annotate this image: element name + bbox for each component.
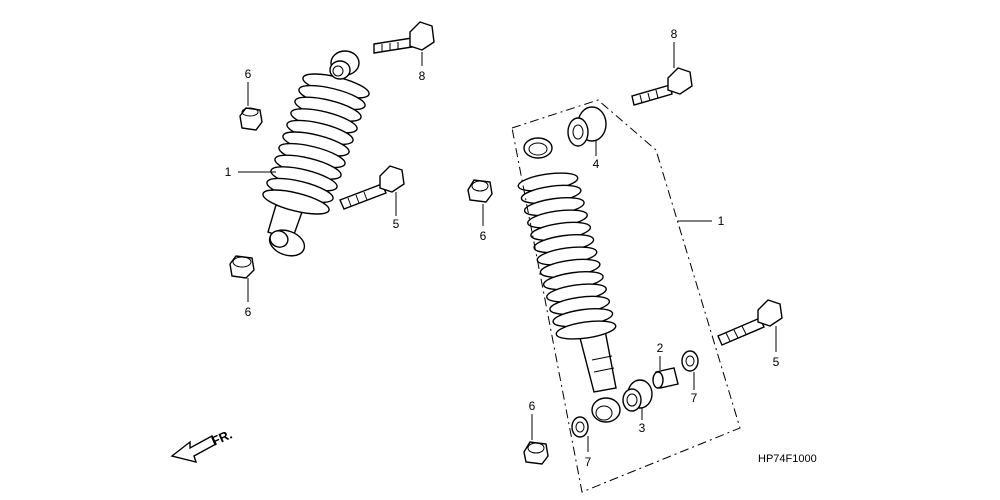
bolt-5-right: [717, 299, 783, 346]
assembly-outline: [511, 99, 741, 493]
callout-bolt-8-right: 8: [671, 27, 678, 41]
nut-6-left-top: [239, 107, 263, 131]
bolt-8-top: [373, 21, 435, 54]
nut-6-center: [467, 179, 493, 203]
callout-shock-left: 1: [225, 165, 232, 179]
callout-bolt-5-right: 5: [773, 355, 780, 369]
front-direction-label: FR.: [209, 427, 234, 449]
bolt-5-left: [339, 165, 405, 210]
bearing-3: [622, 379, 653, 412]
leader-lines: [238, 42, 777, 452]
spring-coil: [262, 189, 330, 215]
spring-coil: [555, 320, 617, 340]
callout-nut-6-left-bottom: 6: [245, 305, 252, 319]
left-shock-absorber: [262, 50, 370, 257]
seal-7-right: [681, 350, 699, 372]
callout-bushing-4: 4: [593, 157, 600, 171]
callout-nut-6-center: 6: [480, 229, 487, 243]
front-direction-arrow: FR.: [170, 427, 234, 463]
callout-seal-7-bottom: 7: [585, 455, 592, 469]
bolt-8-right: [631, 67, 693, 106]
callout-nut-6-bottom: 6: [529, 399, 536, 413]
callout-bearing-3: 3: [639, 421, 646, 435]
callout-nut-6-left-top: 6: [245, 67, 252, 81]
right-shock-absorber: [517, 137, 621, 423]
seal-7-bottom: [571, 416, 589, 438]
bushing-4: [567, 106, 607, 147]
diagram-code: HP74F1000: [758, 453, 817, 465]
nut-6-left-bottom: [229, 255, 255, 279]
nut-6-bottom: [523, 441, 549, 465]
callout-shock-right: 1: [718, 214, 725, 228]
callout-bolt-5-left: 5: [393, 217, 400, 231]
collar-2: [652, 367, 679, 389]
callout-seal-7-right: 7: [691, 391, 698, 405]
callout-collar-2: 2: [657, 341, 664, 355]
callout-bolt-8-top: 8: [419, 69, 426, 83]
